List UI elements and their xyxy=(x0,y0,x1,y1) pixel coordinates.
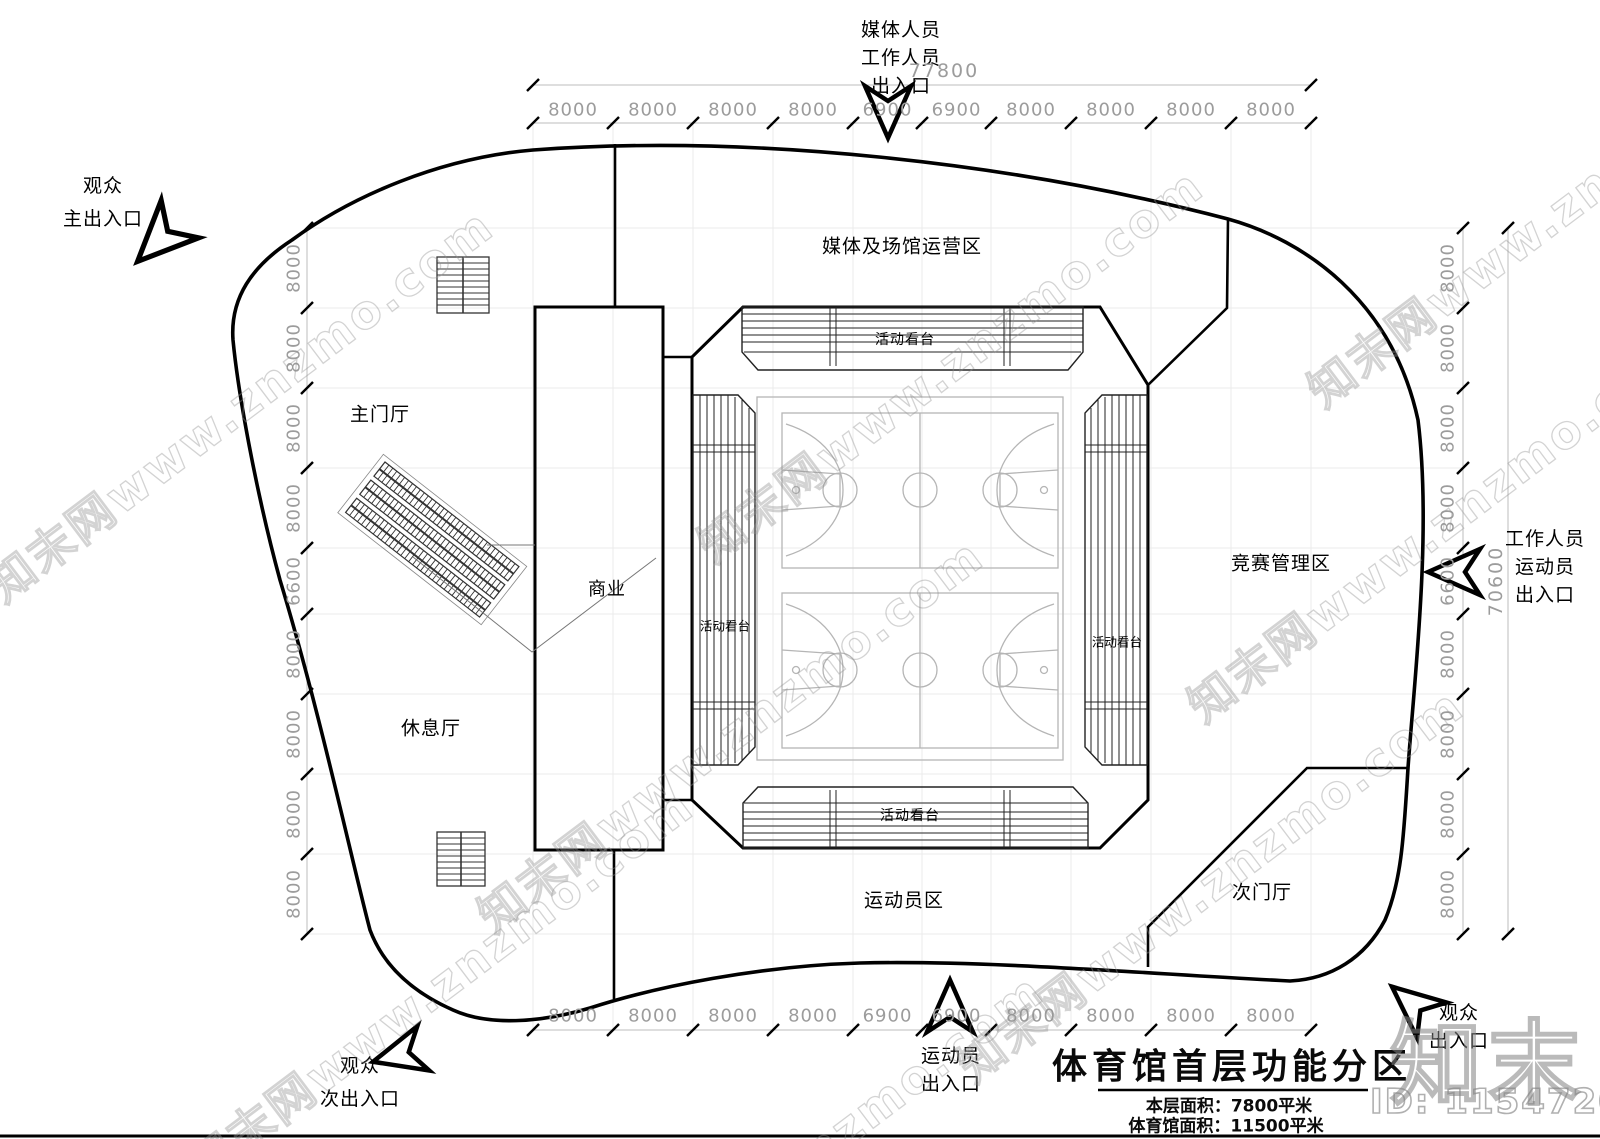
entrance-label-southwest: 观众 次出入口 xyxy=(319,1055,401,1110)
zone-label-commercial: 商业 xyxy=(588,579,626,600)
arrow-southeast-entrance xyxy=(1387,983,1455,1046)
dimension-value: 8000 xyxy=(548,99,598,121)
dimension-value: 6600 xyxy=(283,556,305,606)
dimension-value: 8000 xyxy=(1006,99,1056,121)
stand-bottom xyxy=(742,786,1089,849)
dimension-value: 8000 xyxy=(1437,789,1459,839)
dimension-value: 8000 xyxy=(628,1005,678,1027)
zone-label-competition: 竞赛管理区 xyxy=(1230,552,1332,575)
area-line-1: 本层面积：7800平米 xyxy=(1145,1096,1313,1117)
entrance-label-west: 观众 主出入口 xyxy=(62,175,144,230)
zone-label-rest-hall: 休息厅 xyxy=(400,717,462,740)
dimension-value: 8000 xyxy=(283,629,305,679)
dimension-value: 8000 xyxy=(1086,99,1136,121)
dim-overall-top: 77800 xyxy=(908,60,980,82)
arrow-east-entrance xyxy=(1422,543,1487,601)
arrow-top-entrance xyxy=(859,79,917,144)
dimension-value: 8000 xyxy=(283,869,305,919)
court-upper xyxy=(781,412,1059,569)
stand-left xyxy=(692,394,756,766)
area-line-2: 体育馆面积：11500平米 xyxy=(1128,1116,1324,1137)
arrow-southwest-entrance xyxy=(367,1019,437,1074)
zone-label-media: 媒体及场馆运营区 xyxy=(821,235,983,258)
dimension-value: 8000 xyxy=(1006,1005,1056,1027)
dimension-value: 8000 xyxy=(708,1005,758,1027)
dimension-value: 8000 xyxy=(1166,1005,1216,1027)
dimension-value: 8000 xyxy=(708,99,758,121)
zone-label-main-lobby: 主门厅 xyxy=(349,403,411,426)
basketball-courts xyxy=(756,396,1064,761)
stand-top xyxy=(741,306,1084,371)
stand-label-bottom: 活动看台 xyxy=(880,808,940,824)
stand-right xyxy=(1084,394,1148,766)
stand-label-left: 活动看台 xyxy=(699,618,751,634)
dimension-value: 8000 xyxy=(628,99,678,121)
dimension-value: 8000 xyxy=(283,243,305,293)
arena-wall xyxy=(690,305,1150,850)
escalator xyxy=(337,453,528,626)
arrow-south-entrance xyxy=(921,974,979,1039)
dimension-value: 8000 xyxy=(1437,629,1459,679)
dimension-value: 6900 xyxy=(862,99,913,121)
stand-label-top: 活动看台 xyxy=(875,332,935,348)
dimension-value: 6900 xyxy=(931,99,982,121)
drawing-title: 体育馆首层功能分区 xyxy=(1051,1047,1413,1088)
stand-label-right: 活动看台 xyxy=(1091,634,1143,650)
dimension-value: 8000 xyxy=(1086,1005,1136,1027)
building-outline xyxy=(230,143,1426,1023)
entrance-label-east: 工作人员 运动员 出入口 xyxy=(1504,528,1586,606)
dimension-value: 6900 xyxy=(862,1005,913,1027)
dimension-value: 8000 xyxy=(548,1005,598,1027)
dim-overall-right: 70600 xyxy=(1485,545,1507,617)
dimension-lines xyxy=(306,84,1509,1031)
dimension-value: 8000 xyxy=(1437,403,1459,453)
dimension-value: 8000 xyxy=(1437,869,1459,919)
dimension-value: 8000 xyxy=(283,789,305,839)
zone-label-athlete: 运动员区 xyxy=(863,889,945,912)
dimension-value: 8000 xyxy=(1437,243,1459,293)
stair-bottom xyxy=(436,831,486,887)
dimension-ticks xyxy=(300,78,1515,1037)
dimension-value: 8000 xyxy=(283,403,305,453)
dimension-value: 6900 xyxy=(931,1005,982,1027)
dimension-value: 8000 xyxy=(283,709,305,759)
entrance-label-southeast: 观众 出入口 xyxy=(1428,1002,1490,1052)
dimension-value: 8000 xyxy=(1437,323,1459,373)
zone-label-secondary-lobby: 次门厅 xyxy=(1231,881,1293,904)
dimension-value: 8000 xyxy=(1246,99,1296,121)
dimension-value: 8000 xyxy=(283,323,305,373)
dimension-value: 8000 xyxy=(1166,99,1216,121)
court-lower xyxy=(781,592,1059,749)
stair-top xyxy=(436,256,490,314)
dimension-value: 8000 xyxy=(788,99,838,121)
dimension-value: 8000 xyxy=(788,1005,838,1027)
entrance-label-south: 运动员 出入口 xyxy=(920,1045,982,1095)
zone-dividers xyxy=(533,144,1408,999)
entrance-label-top: 媒体人员 工作人员 出入口 xyxy=(860,19,942,97)
dimension-value: 6600 xyxy=(1437,556,1459,606)
escalator-void-rail xyxy=(412,544,657,653)
dimension-value: 8000 xyxy=(1246,1005,1296,1027)
dimension-value: 8000 xyxy=(283,483,305,533)
arrow-west-entrance xyxy=(133,191,208,266)
entrance-arrows xyxy=(133,79,1487,1074)
id-label: ID: 1154720001 xyxy=(1369,1081,1600,1123)
dimension-value: 8000 xyxy=(1437,483,1459,533)
dimension-value: 8000 xyxy=(1437,709,1459,759)
